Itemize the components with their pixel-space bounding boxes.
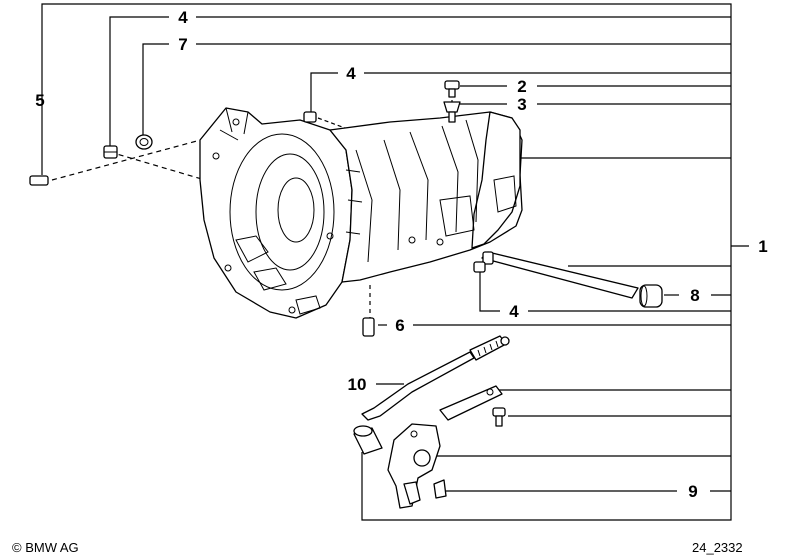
callout-4-second: 4 — [346, 64, 356, 83]
plug-part-4-left — [103, 145, 118, 159]
callout-8: 8 — [690, 286, 699, 305]
callouts: 4 7 5 4 2 3 1 8 4 6 10 9 — [35, 8, 767, 501]
transmission-housing — [199, 107, 523, 319]
callout-1: 1 — [758, 237, 767, 256]
selector-shaft — [481, 251, 639, 299]
plug-part-4-top — [303, 111, 317, 123]
callout-3: 3 — [517, 95, 526, 114]
callout-5: 5 — [35, 91, 44, 110]
callout-7: 7 — [178, 35, 187, 54]
linkage-rod-part-10 — [361, 335, 510, 421]
screw-part-2 — [444, 80, 460, 98]
dowel-pin-part-5 — [29, 175, 49, 186]
plug-part-4-low — [473, 261, 486, 273]
callout-4-low: 4 — [509, 302, 519, 321]
copyright-label: © BMW AG — [12, 540, 79, 555]
pin-part-6 — [362, 317, 375, 337]
callout-9: 9 — [688, 482, 697, 501]
callout-10: 10 — [348, 375, 367, 394]
selector-lever-part-9 — [387, 423, 447, 509]
bushing — [353, 425, 383, 455]
lever-plate — [439, 385, 503, 421]
leader-lines — [41, 3, 749, 521]
screw-lower — [492, 407, 506, 427]
callout-2: 2 — [517, 77, 526, 96]
drawing-id-label: 24_2332 — [692, 540, 743, 555]
callout-6: 6 — [395, 316, 404, 335]
sleeve-part-3 — [443, 101, 461, 123]
callout-4-top: 4 — [178, 8, 188, 27]
cap-part-8 — [639, 284, 663, 308]
sealing-ring-part-7 — [135, 134, 153, 150]
